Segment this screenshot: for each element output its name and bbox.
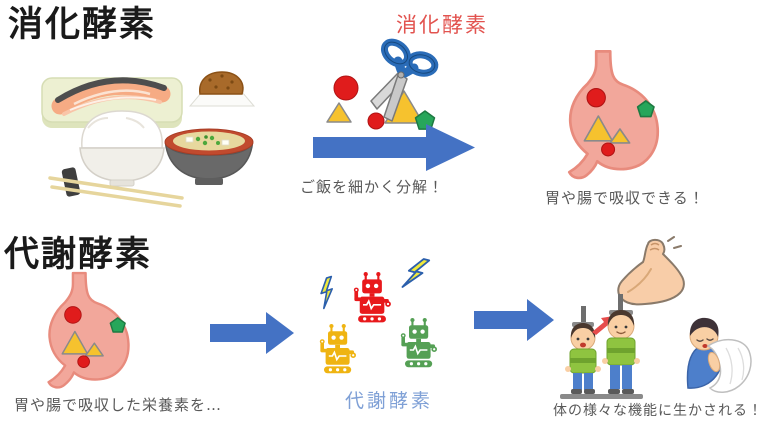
height-growth-icon (560, 294, 643, 399)
metabolic-source-caption: 胃や腸で吸収した栄養素を… (14, 396, 223, 414)
chopsticks-icon (48, 167, 184, 208)
scissors-cutting-illustration (313, 33, 458, 145)
right-arrow-icon (474, 299, 554, 341)
stomach-icon (33, 270, 145, 392)
digestive-enzyme-label: 消化酵素 (396, 13, 488, 37)
right-arrow-icon (313, 124, 475, 171)
robot-icon-green (400, 317, 438, 369)
digestive-section-title: 消化酵素 (8, 5, 157, 45)
digestive-result-caption: 胃や腸で吸収できる！ (545, 189, 705, 207)
right-arrow-icon (210, 312, 294, 354)
japanese-meal-icon (30, 62, 262, 217)
rice-bowl-icon (79, 110, 165, 187)
absorbed-nutrients (61, 306, 126, 369)
muscle-arm-icon (617, 236, 685, 306)
body-functions-illustration (548, 236, 768, 404)
metabolic-result-caption: 体の様々な機能に生かされる！ (553, 403, 763, 419)
miso-soup-icon (164, 128, 254, 185)
robot-icon-yellow (319, 323, 357, 375)
natto-icon (188, 71, 256, 107)
absorbed-nutrients (583, 88, 655, 157)
metabolic-section-title: 代謝酵素 (4, 235, 153, 275)
scissors-icon (370, 38, 439, 122)
sleeping-person-icon (686, 317, 752, 393)
metabolic-robots-illustration (316, 252, 451, 384)
stomach-icon (552, 48, 676, 183)
digestive-process-caption: ご飯を細かく分解！ (300, 178, 445, 196)
metabolic-enzyme-label: 代謝酵素 (345, 390, 434, 412)
salmon-fillet-icon (51, 77, 171, 116)
lightning-icon (401, 258, 431, 288)
nutrient-shapes-icon (326, 75, 436, 130)
lightning-icon (320, 275, 333, 310)
robot-icon-red (353, 271, 392, 324)
